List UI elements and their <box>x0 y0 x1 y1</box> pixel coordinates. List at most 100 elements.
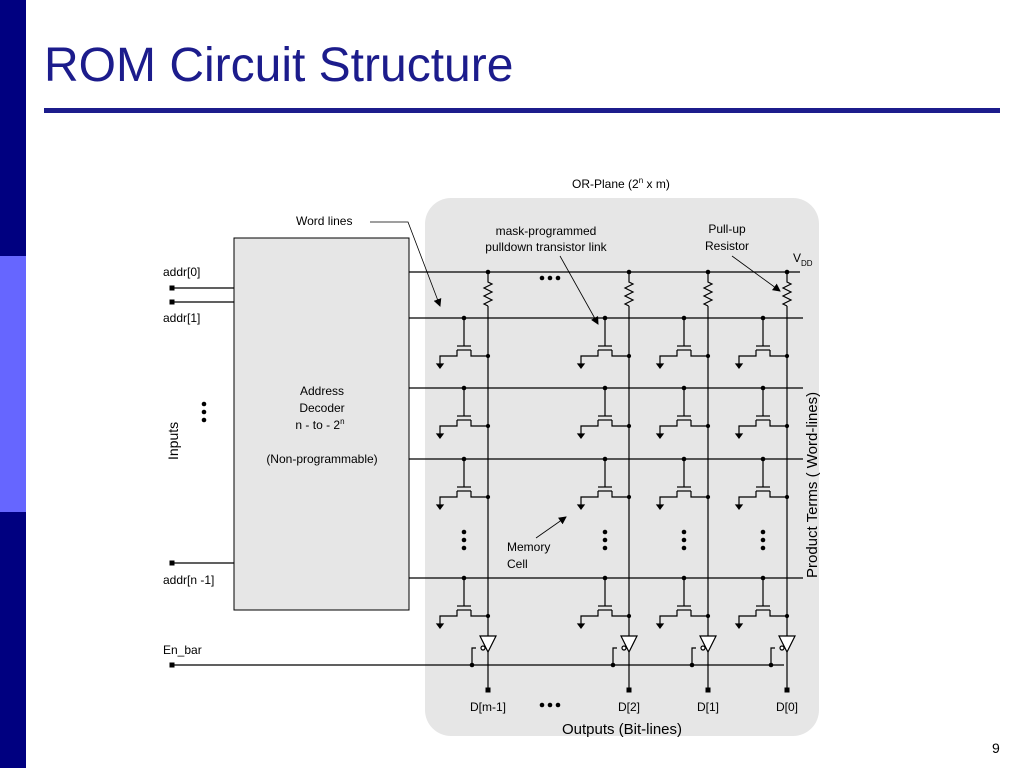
output-buffer-2 <box>699 635 717 654</box>
source-lead-3-1 <box>738 420 757 434</box>
addrn-wire-terminal <box>169 560 175 566</box>
drain-lead-0-3 <box>470 610 488 617</box>
source-lead-0-3 <box>439 610 458 624</box>
cell-ellipsis-dot-3-2 <box>760 545 766 551</box>
drain-dot-3-3 <box>784 613 790 619</box>
drain-dot-1-1 <box>626 423 632 429</box>
buffer-bubble-2 <box>700 645 706 651</box>
drain-lead-1-2 <box>611 491 629 498</box>
inputs-ellipsis-dot-0 <box>201 401 207 407</box>
source-lead-0-1 <box>439 420 458 434</box>
decoder-line3: n - to - 2n <box>295 417 344 432</box>
drain-lead-0-0 <box>470 350 488 357</box>
ground-1-2 <box>576 504 586 510</box>
source-lead-1-2 <box>580 491 599 505</box>
enable-junction-1 <box>610 662 616 668</box>
drain-lead-0-2 <box>470 491 488 498</box>
address-decoder-box <box>233 237 410 611</box>
title-underline <box>44 108 1000 113</box>
enable-lead-2 <box>691 647 696 665</box>
slide-title: ROM Circuit Structure <box>44 39 514 92</box>
drain-dot-3-0 <box>784 353 790 359</box>
decoder-line1: Address <box>300 384 344 398</box>
enable-junction-3 <box>768 662 774 668</box>
drain-lead-2-2 <box>690 491 708 498</box>
page-number: 9 <box>992 740 1000 756</box>
cell-ellipsis-dot-0-0 <box>461 529 467 535</box>
cell-ellipsis-dot-2-2 <box>681 545 687 551</box>
drain-lead-2-0 <box>690 350 708 357</box>
output-buffer-0 <box>479 635 497 654</box>
enable-lead-0 <box>471 647 476 665</box>
pullup-resistor-2 <box>702 272 714 307</box>
inputs-label: Inputs <box>165 422 181 460</box>
drain-lead-3-3 <box>769 610 787 617</box>
drain-dot-0-0 <box>485 353 491 359</box>
decoder-line4: (Non-programmable) <box>266 452 377 466</box>
cell-ellipsis-dot-0-2 <box>461 545 467 551</box>
drain-dot-2-2 <box>705 494 711 500</box>
ground-2-2 <box>655 504 665 510</box>
or-plane-region <box>425 198 819 736</box>
drain-dot-0-2 <box>485 494 491 500</box>
source-lead-1-0 <box>580 350 599 364</box>
vdd-label: VDD <box>793 251 813 268</box>
output-label-dm1: D[m-1] <box>470 700 506 714</box>
buffer-bubble-3 <box>779 645 785 651</box>
enable-junction-2 <box>689 662 695 668</box>
drain-lead-1-1 <box>611 420 629 427</box>
mask-arrow <box>559 255 599 325</box>
memory-cell-label-line1: Memory <box>507 540 550 554</box>
pullup-resistor-1 <box>623 272 635 307</box>
ground-1-0 <box>576 363 586 369</box>
addr1-label: addr[1] <box>163 311 200 325</box>
buffer-bubble-1 <box>621 645 627 651</box>
ground-3-3 <box>734 623 744 629</box>
cell-ellipsis-dot-3-0 <box>760 529 766 535</box>
source-lead-2-3 <box>659 610 678 624</box>
word-lines-label: Word lines <box>296 214 352 228</box>
cell-ellipsis-dot-0-1 <box>461 537 467 543</box>
bottom-ellipsis-dot-2 <box>555 702 561 708</box>
bottom-ellipsis-dot-0 <box>539 702 545 708</box>
source-lead-2-2 <box>659 491 678 505</box>
source-lead-1-3 <box>580 610 599 624</box>
drain-lead-0-1 <box>470 420 488 427</box>
inputs-ellipsis-dot-2 <box>201 417 207 423</box>
source-lead-3-0 <box>738 350 757 364</box>
pullup-arrow <box>731 255 781 292</box>
or-plane-label: OR-Plane (2n x m) <box>572 176 670 191</box>
source-lead-1-1 <box>580 420 599 434</box>
source-lead-3-2 <box>738 491 757 505</box>
top-ellipsis-dot-2 <box>555 275 561 281</box>
addr0-wire-terminal <box>169 285 175 291</box>
output-label-d1: D[1] <box>697 700 719 714</box>
drain-dot-3-1 <box>784 423 790 429</box>
drain-lead-2-1 <box>690 420 708 427</box>
sidebar-dark-bottom <box>0 512 26 768</box>
en-bar-label: En_bar <box>163 643 202 657</box>
inputs-ellipsis-dot-1 <box>201 409 207 415</box>
ground-0-0 <box>435 363 445 369</box>
mask-label-line2: pulldown transistor link <box>485 240 607 254</box>
buffer-bubble-0 <box>480 645 486 651</box>
product-terms-label: Product Terms ( Word-lines) <box>804 392 821 578</box>
bottom-ellipsis-dot-1 <box>547 702 553 708</box>
top-ellipsis-dot-1 <box>547 275 553 281</box>
slide-sidebar <box>0 0 26 768</box>
source-lead-0-2 <box>439 491 458 505</box>
ground-1-1 <box>576 433 586 439</box>
ground-2-3 <box>655 623 665 629</box>
output-terminal-1 <box>626 687 632 693</box>
drain-dot-2-1 <box>705 423 711 429</box>
drain-dot-1-0 <box>626 353 632 359</box>
memory-cell-label-line2: Cell <box>507 557 528 571</box>
cell-ellipsis-dot-1-2 <box>602 545 608 551</box>
cell-ellipsis-dot-3-1 <box>760 537 766 543</box>
ground-2-0 <box>655 363 665 369</box>
ground-2-1 <box>655 433 665 439</box>
drain-dot-3-2 <box>784 494 790 500</box>
output-buffer-3 <box>778 635 796 654</box>
ground-1-3 <box>576 623 586 629</box>
ground-3-1 <box>734 433 744 439</box>
